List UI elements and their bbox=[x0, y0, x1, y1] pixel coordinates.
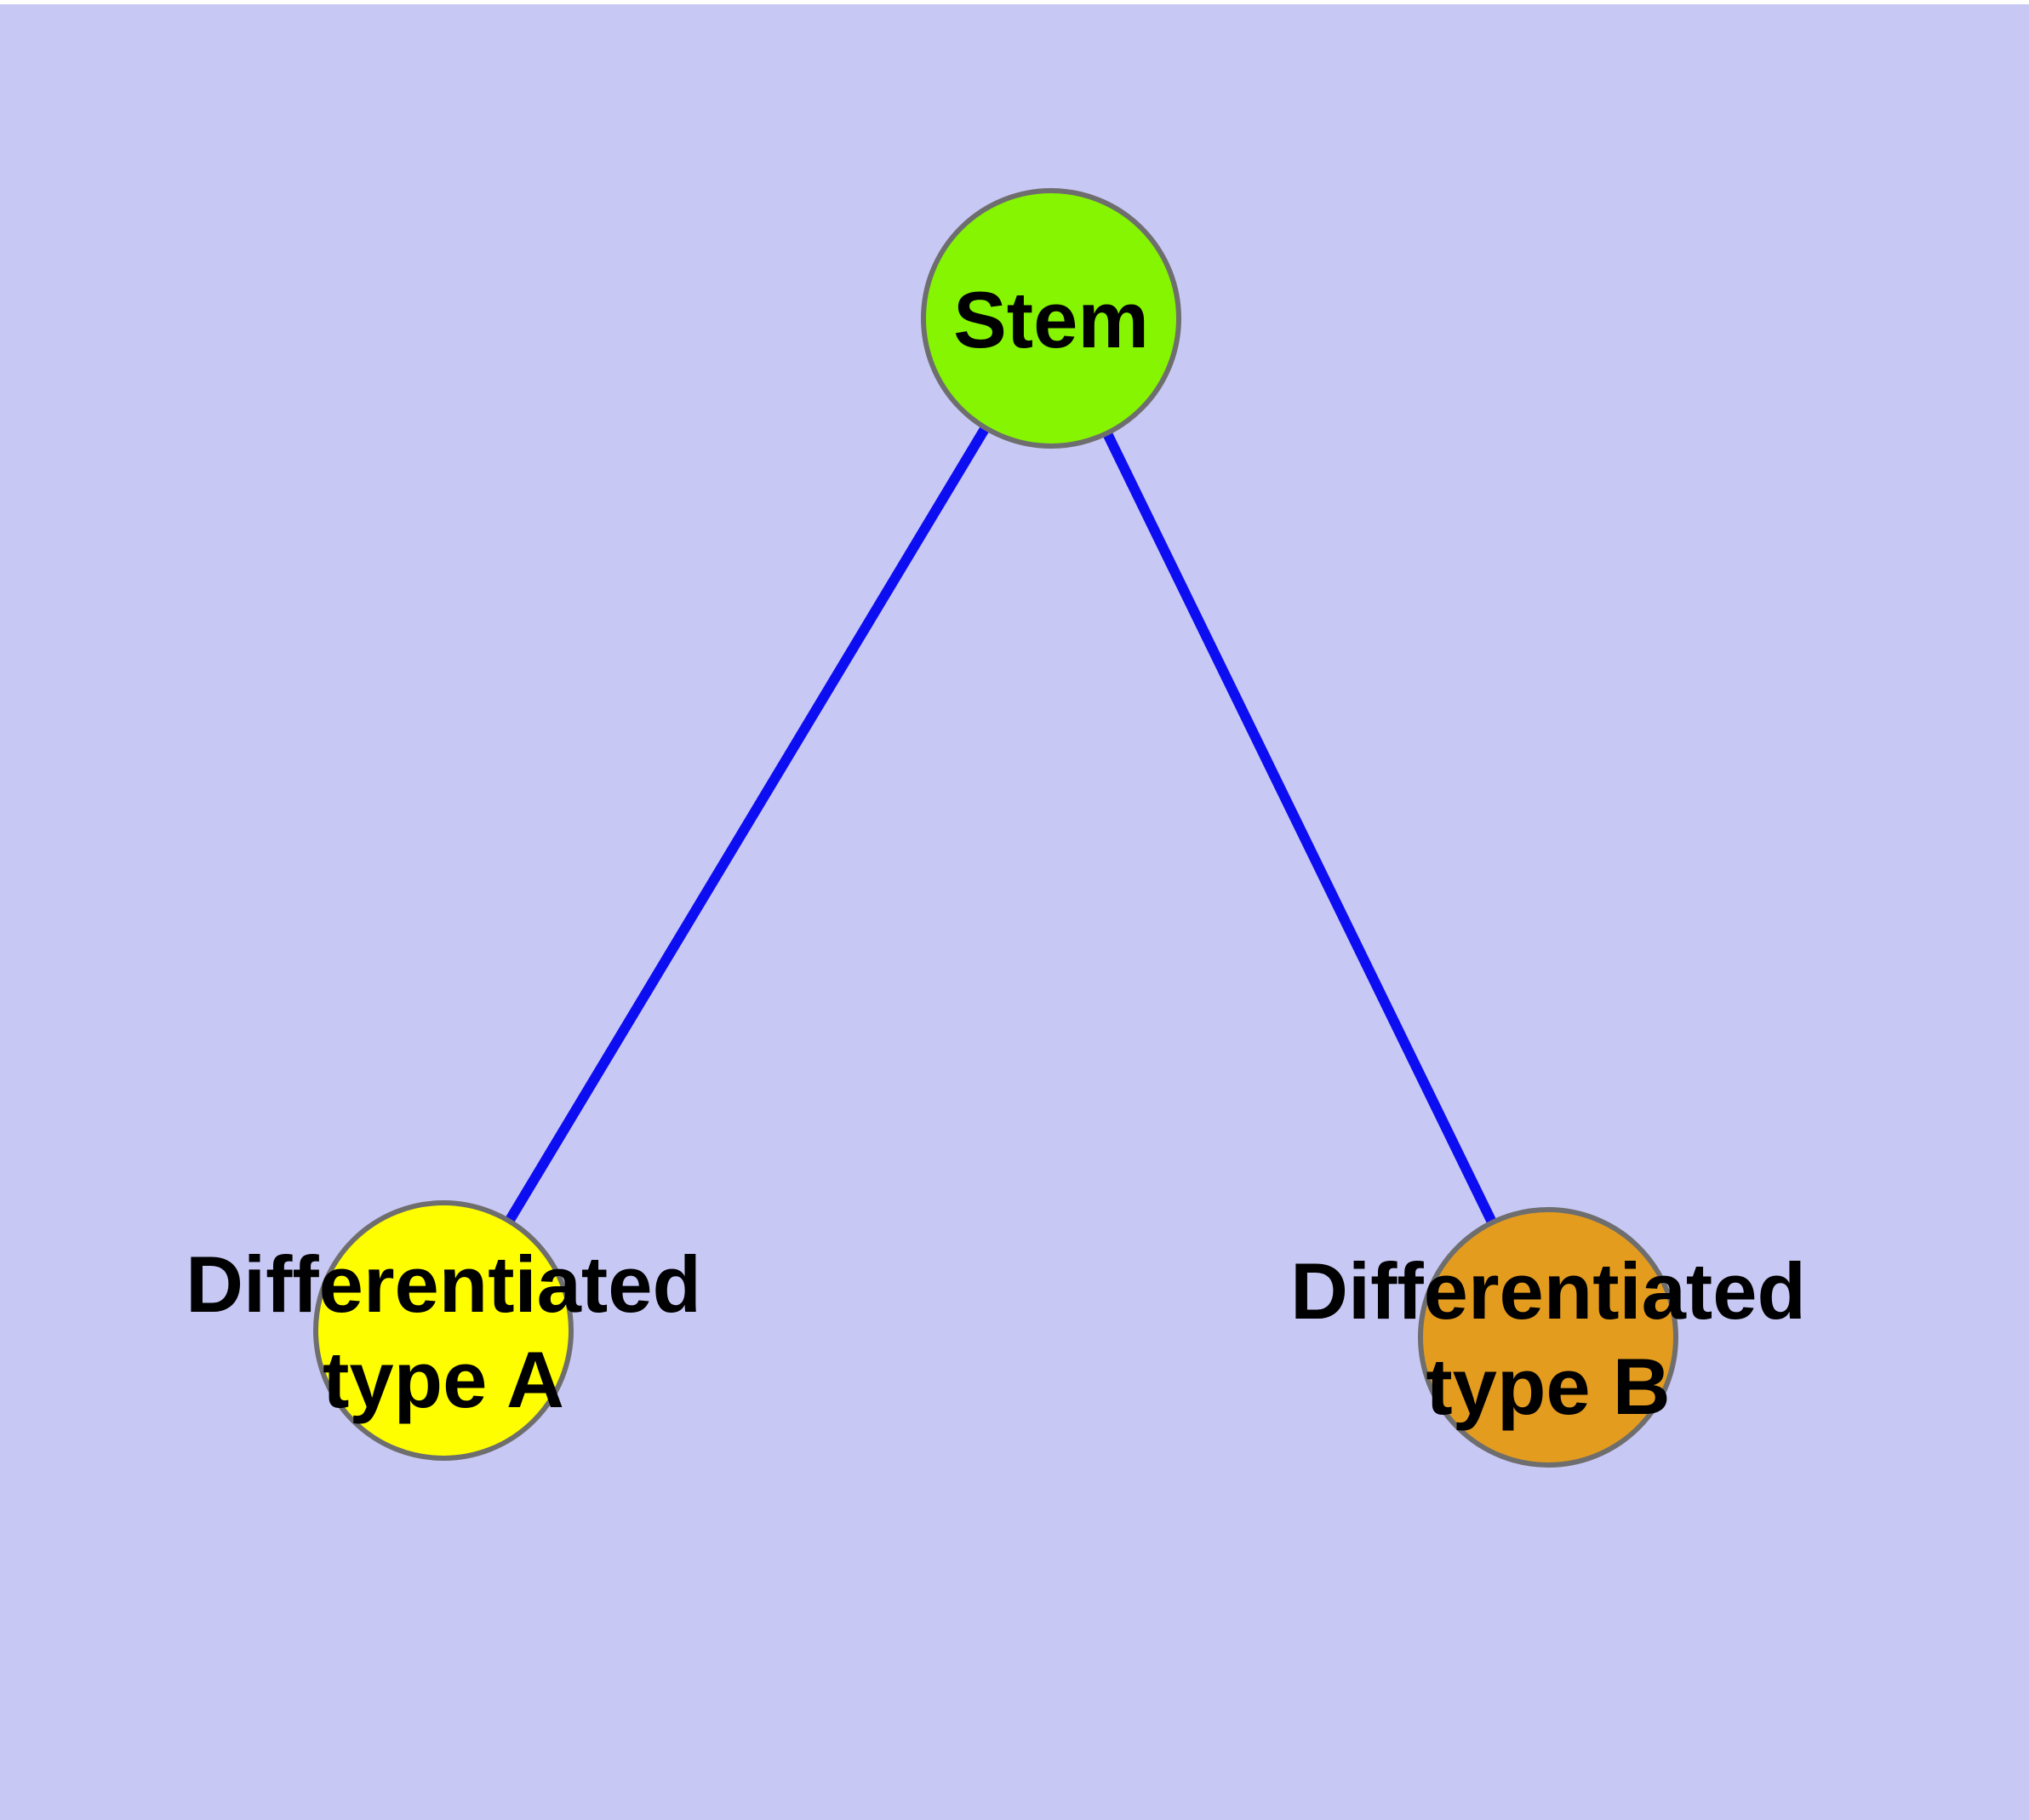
edge-stem-to-differentiated-type-b bbox=[1046, 316, 1553, 1340]
node-differentiated-type-b-circle bbox=[1418, 1207, 1678, 1468]
edge-stem-to-differentiated-type-a bbox=[438, 315, 1056, 1334]
node-differentiated-type-a-circle bbox=[313, 1200, 574, 1461]
node-stem: Stem bbox=[921, 188, 1181, 449]
node-stem-circle bbox=[921, 188, 1181, 449]
